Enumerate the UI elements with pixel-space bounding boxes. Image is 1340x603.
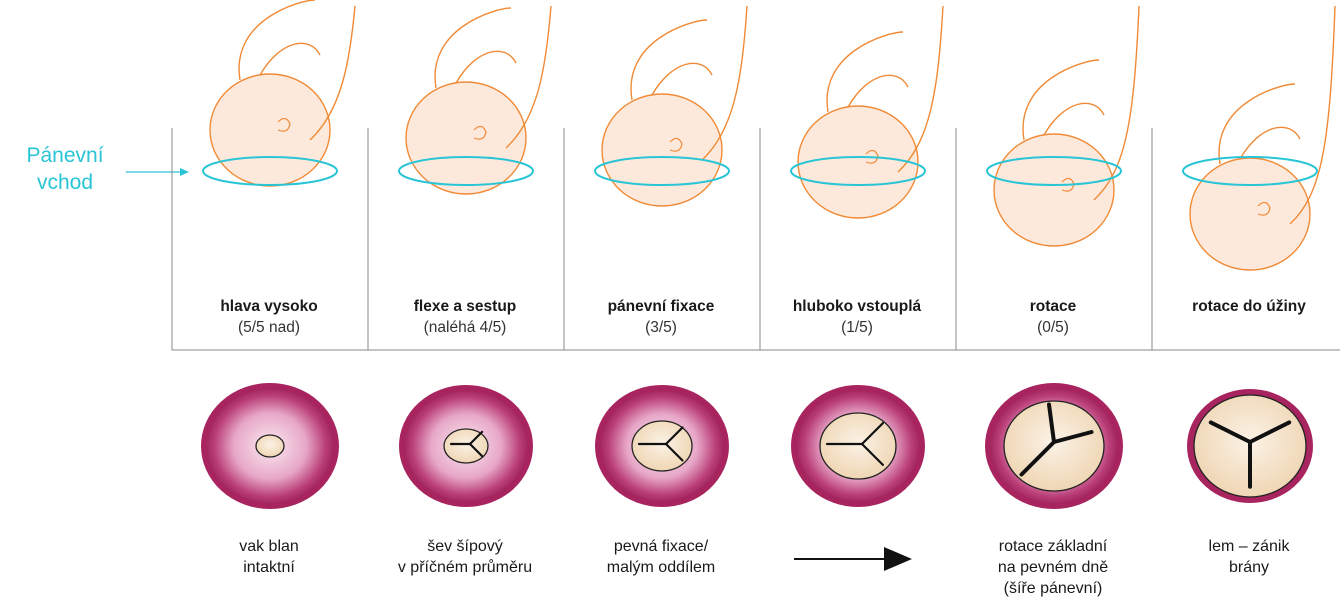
stage-caption: lem – zánikbrány — [1152, 536, 1340, 578]
stage-caption-line: pevná fixace/ — [564, 536, 758, 557]
fetal-head — [994, 134, 1114, 246]
stage-station: (5/5 nad) — [172, 317, 366, 338]
stage-caption-line: rotace základní — [956, 536, 1150, 557]
cervix-illustration — [402, 388, 530, 504]
stage-station: (0/5) — [956, 317, 1150, 338]
stage-title: rotace — [956, 296, 1150, 317]
pelvic-inlet-label-line-1: Pánevní — [10, 142, 120, 169]
stage-title: flexe a sestup — [368, 296, 562, 317]
cervix-illustration — [204, 386, 336, 506]
fetus-illustration — [595, 6, 747, 206]
fetal-body-outline — [239, 0, 315, 80]
stage-caption-line: v příčném průměru — [368, 557, 562, 578]
stage-header: hluboko vstouplá(1/5) — [760, 296, 954, 338]
stage-caption: rotace základnína pevném dně(šíře pánevn… — [956, 536, 1150, 599]
fetal-head — [406, 82, 526, 194]
cervical-os — [1004, 401, 1104, 491]
stage-title: hlava vysoko — [172, 296, 366, 317]
cervix-illustration — [598, 388, 726, 504]
fetal-head — [1190, 158, 1310, 270]
fetal-body-outline — [1023, 60, 1099, 140]
stage-caption-line: lem – zánik — [1152, 536, 1340, 557]
cervical-os — [256, 435, 284, 457]
stage-header: flexe a sestup(naléhá 4/5) — [368, 296, 562, 338]
stage-caption-line: malým oddílem — [564, 557, 758, 578]
stage-title: hluboko vstouplá — [760, 296, 954, 317]
stage-caption-line: (šíře pánevní) — [956, 578, 1150, 599]
fetus-illustration — [987, 6, 1139, 246]
stage-title: rotace do úžiny — [1152, 296, 1340, 317]
cervix-illustration — [794, 388, 922, 504]
stage-caption-line: vak blan — [172, 536, 366, 557]
fetal-head — [210, 74, 330, 186]
stage-station: (3/5) — [564, 317, 758, 338]
fetal-limb-outline — [456, 51, 516, 83]
stage-caption: pevná fixace/malým oddílem — [564, 536, 758, 578]
stage-header: rotace do úžiny — [1152, 296, 1340, 317]
stage-caption: vak blanintaktní — [172, 536, 366, 578]
fetal-body-outline — [435, 8, 511, 88]
stage-caption-line: intaktní — [172, 557, 366, 578]
fetal-limb-outline — [1240, 127, 1300, 159]
fetal-head — [798, 106, 918, 218]
fetus-illustration — [399, 6, 551, 194]
fetal-limb-outline — [652, 63, 712, 95]
stage-caption-line: šev šípový — [368, 536, 562, 557]
stage-title: pánevní fixace — [564, 296, 758, 317]
pelvic-inlet-label-line-2: vchod — [10, 169, 120, 196]
fetal-body-outline — [827, 32, 903, 112]
fetal-limb-outline — [260, 43, 320, 75]
pelvic-inlet-label: Pánevní vchod — [10, 142, 120, 196]
fetal-limb-outline — [848, 75, 908, 107]
cervix-illustration — [988, 386, 1120, 506]
fetus-illustration — [203, 0, 355, 186]
fetal-body-outline — [631, 20, 707, 100]
fetus-illustration — [791, 6, 943, 218]
stage-header: rotace(0/5) — [956, 296, 1150, 338]
stage-caption-line: brány — [1152, 557, 1340, 578]
fetal-body-outline — [1219, 84, 1295, 164]
cervical-os — [820, 413, 896, 479]
fetus-illustration — [1183, 6, 1335, 270]
fetal-limb-outline — [1044, 103, 1104, 135]
stage-caption: šev šípovýv příčném průměru — [368, 536, 562, 578]
stage-caption-line: na pevném dně — [956, 557, 1150, 578]
stage-station: (naléhá 4/5) — [368, 317, 562, 338]
stage-header: hlava vysoko(5/5 nad) — [172, 296, 366, 338]
stage-header: pánevní fixace(3/5) — [564, 296, 758, 338]
fetal-head — [602, 94, 722, 206]
stage-station: (1/5) — [760, 317, 954, 338]
inlet-pointer-arrowhead — [180, 168, 189, 176]
cervix-illustration — [1190, 392, 1310, 500]
